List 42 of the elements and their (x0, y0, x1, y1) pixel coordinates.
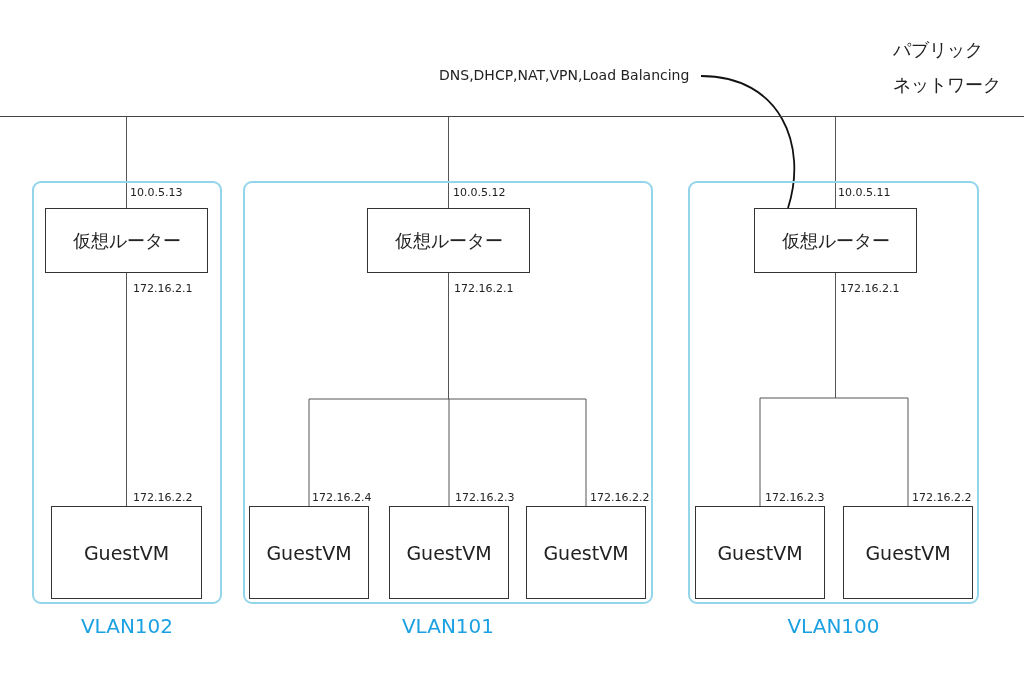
ip-address-label: 10.0.5.11 (838, 186, 891, 199)
router-label: 仮想ルーター (72, 228, 181, 253)
network-link (835, 116, 836, 209)
ip-address-label: 172.16.2.1 (840, 282, 900, 295)
network-label: パブリック (893, 38, 984, 62)
vm-box (51, 506, 202, 599)
vm-box (389, 506, 509, 599)
router-box (754, 208, 917, 273)
vm-label: GuestVM (717, 541, 803, 564)
vm-box (695, 506, 825, 599)
vlan-label: VLAN101 (401, 614, 495, 638)
vlan-label: VLAN100 (787, 614, 880, 638)
vm-box (843, 506, 973, 599)
ip-address-label: 172.16.2.2 (912, 491, 972, 504)
router-box (45, 208, 208, 273)
ip-address-label: 172.16.2.3 (455, 491, 515, 504)
network-label: ネットワーク (893, 73, 1001, 97)
vm-label: GuestVM (865, 541, 951, 564)
vm-box (249, 506, 369, 599)
router-label: 仮想ルーター (781, 228, 890, 253)
router-label: 仮想ルーター (394, 228, 503, 253)
ip-address-label: 172.16.2.2 (133, 491, 193, 504)
network-link (126, 272, 127, 507)
ip-address-label: 172.16.2.3 (765, 491, 825, 504)
ip-address-label: 172.16.2.1 (454, 282, 514, 295)
ip-address-label: 172.16.2.1 (133, 282, 193, 295)
ip-address-label: 10.0.5.13 (130, 186, 183, 199)
service-note: DNS,DHCP,NAT,VPN,Load Balancing (439, 67, 690, 83)
vm-label: GuestVM (406, 541, 492, 564)
router-box (367, 208, 530, 273)
ip-address-label: 172.16.2.2 (590, 491, 650, 504)
vm-label: GuestVM (83, 541, 170, 564)
network-link (448, 116, 449, 209)
ip-address-label: 10.0.5.12 (453, 186, 506, 199)
network-bus-line (0, 116, 1024, 117)
vm-label: GuestVM (266, 541, 352, 564)
vm-box (526, 506, 646, 599)
vm-label: GuestVM (543, 541, 629, 564)
vlan-label: VLAN102 (80, 614, 174, 638)
leader-line (700, 75, 795, 209)
network-link (126, 116, 127, 209)
ip-address-label: 172.16.2.4 (312, 491, 372, 504)
